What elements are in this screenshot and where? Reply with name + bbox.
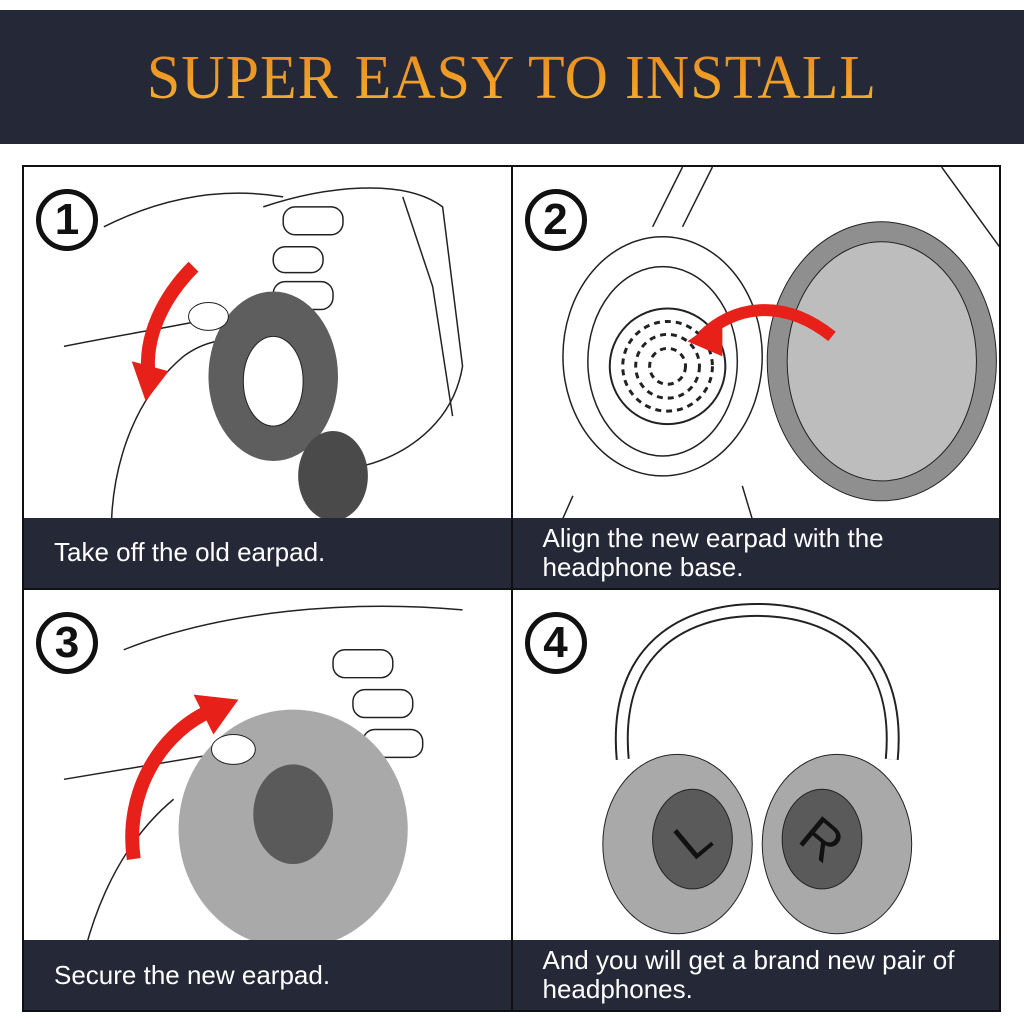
step-number-4: 4 bbox=[524, 611, 587, 674]
align-earpad-illustration bbox=[531, 167, 999, 586]
steps-grid: 1 Take off the old earpad. 2 Align the n… bbox=[22, 165, 1001, 1012]
step-number-1: 1 bbox=[36, 189, 98, 251]
step-number-3: 3 bbox=[36, 611, 98, 674]
step-number-2: 2 bbox=[524, 189, 587, 251]
remove-earpad-illustration bbox=[63, 187, 464, 566]
title-banner: SUPER EASY TO INSTALL bbox=[0, 10, 1024, 144]
page-title: SUPER EASY TO INSTALL bbox=[147, 41, 877, 113]
step-3-panel: 3 Secure the new earpad. bbox=[24, 589, 511, 1010]
finished-headphones-illustration: L R bbox=[601, 602, 912, 934]
step-2-caption: Align the new earpad with the headphone … bbox=[512, 517, 999, 588]
step-4-panel: L R 4 And you will get a brand new pair … bbox=[512, 589, 999, 1010]
step-1-panel: 1 Take off the old earpad. bbox=[24, 167, 511, 588]
secure-earpad-illustration bbox=[63, 605, 463, 1009]
step-3-caption: Secure the new earpad. bbox=[24, 940, 511, 1010]
step-2-panel: 2 Align the new earpad with the headphon… bbox=[512, 167, 999, 588]
step-1-caption: Take off the old earpad. bbox=[24, 517, 511, 588]
step-4-caption: And you will get a brand new pair of hea… bbox=[512, 940, 999, 1010]
